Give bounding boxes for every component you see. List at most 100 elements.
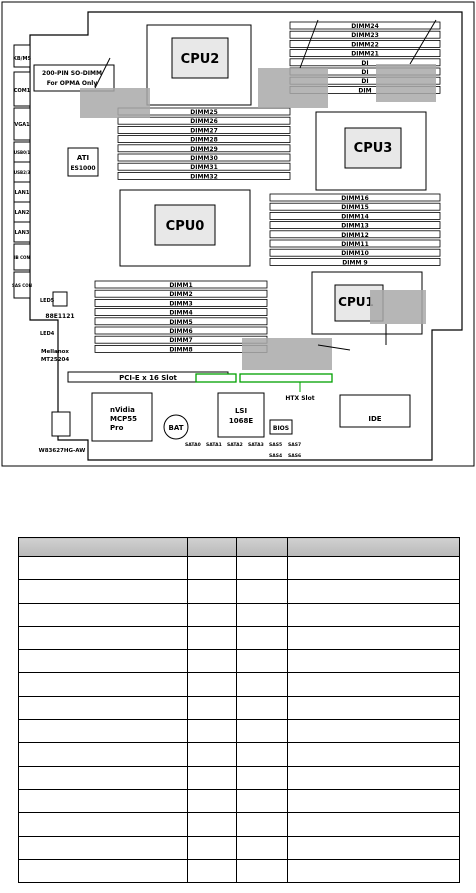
dimm-slot bbox=[94, 289, 268, 298]
lsi-label: LSI bbox=[235, 407, 247, 415]
table-row bbox=[18, 788, 460, 814]
dimm-slot bbox=[289, 21, 441, 30]
dimm-slot bbox=[289, 58, 441, 67]
dimm-label: DIMM 9 bbox=[342, 259, 367, 266]
table-cell bbox=[18, 788, 188, 814]
sodimm-label-2: For OPMA Only bbox=[47, 80, 98, 87]
table-cell bbox=[18, 742, 188, 767]
table-cell bbox=[236, 719, 288, 744]
dimm-label: DIMM13 bbox=[341, 223, 369, 230]
table-row bbox=[18, 672, 460, 697]
table-cell bbox=[236, 579, 288, 604]
dimm-slot bbox=[289, 30, 441, 39]
dimm-slot bbox=[117, 171, 291, 180]
dimm-slot bbox=[117, 153, 291, 162]
table-cell bbox=[236, 649, 288, 674]
usb0-label: USB0/1 bbox=[14, 150, 30, 155]
com1-label: COM1 bbox=[14, 88, 31, 94]
dimm-label: DIMM16 bbox=[341, 195, 369, 202]
table-cell bbox=[287, 812, 460, 837]
table-cell bbox=[187, 765, 237, 790]
dimm-label: DIMM31 bbox=[190, 164, 218, 171]
bios-label: BIOS bbox=[273, 425, 289, 432]
table-cell bbox=[287, 835, 460, 860]
dimm-slot bbox=[269, 202, 441, 211]
table-cell bbox=[236, 765, 288, 790]
dimm-label: DIMM27 bbox=[190, 127, 218, 134]
dimm-label: DI bbox=[361, 69, 368, 76]
dimm-slot bbox=[117, 135, 291, 144]
dimm-label: DIMM4 bbox=[169, 310, 192, 317]
dimm-slot bbox=[117, 116, 291, 125]
table-cell bbox=[287, 625, 460, 651]
table-header-cell bbox=[18, 537, 188, 557]
sas6-label: SAS6 bbox=[288, 453, 301, 459]
table-cell bbox=[287, 858, 460, 884]
table-cell bbox=[187, 835, 237, 860]
table-cell bbox=[187, 579, 237, 604]
htx-slot: HTX Slot bbox=[195, 373, 333, 402]
table-cell bbox=[187, 812, 237, 837]
dimm-slot bbox=[269, 221, 441, 230]
dimm-label: DIMM6 bbox=[169, 328, 192, 335]
table-cell bbox=[236, 602, 288, 627]
table-cell bbox=[18, 672, 188, 697]
w83627-label: W83627HG-AW bbox=[39, 448, 86, 454]
table-cell bbox=[187, 649, 237, 674]
diagram-frame bbox=[1, 1, 475, 467]
dimm-slot bbox=[117, 162, 291, 171]
mellanox-chip: Mellanox MT25204 bbox=[41, 349, 70, 363]
sas5-label: SAS5 bbox=[269, 442, 282, 448]
motherboard-diagram: CPU2 CPU3 CPU0 CPU1 DIMM24DIMM23DIMM22DI… bbox=[1, 1, 475, 467]
table-cell bbox=[187, 719, 237, 744]
table-row bbox=[18, 555, 460, 581]
led4-label: LED4 bbox=[40, 331, 55, 337]
nvidia-label-3: Pro bbox=[110, 424, 124, 432]
table-cell bbox=[236, 672, 288, 697]
cpu0-label: CPU0 bbox=[166, 219, 205, 234]
table-cell bbox=[287, 788, 460, 814]
lsi-chip: LSI 1068E bbox=[217, 392, 265, 438]
mt25204-label: MT25204 bbox=[41, 357, 70, 363]
table-row bbox=[18, 858, 460, 884]
dimm-label: DIMM25 bbox=[190, 109, 218, 116]
table-header-cell bbox=[187, 537, 237, 557]
dimm-label: DIMM32 bbox=[190, 173, 218, 180]
cpu0-socket: CPU0 bbox=[119, 189, 251, 267]
table-cell bbox=[187, 695, 237, 721]
rear-io: KB/MS COM1 VGA1 USB0/1 USB2/3 LAN1 LAN2 … bbox=[12, 44, 32, 299]
dimm-label: DIMM24 bbox=[351, 23, 379, 30]
dimm-label: DIMM14 bbox=[341, 213, 369, 220]
table-cell bbox=[236, 555, 288, 581]
dimm-label: DIMM8 bbox=[169, 346, 192, 353]
table-cell bbox=[18, 835, 188, 860]
dimm-slot bbox=[117, 126, 291, 134]
table-cell bbox=[287, 579, 460, 604]
dimm-bank-left: DIMM25DIMM26DIMM27DIMM28DIMM29DIMM30DIMM… bbox=[117, 107, 291, 180]
dimm-label: DIMM22 bbox=[351, 41, 379, 48]
table-cell bbox=[287, 672, 460, 697]
table-header-cell bbox=[287, 537, 460, 557]
table-row bbox=[18, 649, 460, 674]
table-cell bbox=[18, 649, 188, 674]
dimm-slot bbox=[94, 326, 268, 335]
table-cell bbox=[287, 719, 460, 744]
board-outline bbox=[29, 11, 463, 461]
cpu2-socket: CPU2 bbox=[146, 24, 252, 106]
lsi-1068e-label: 1068E bbox=[229, 417, 253, 425]
sas4-label: SAS4 bbox=[269, 453, 282, 459]
table-cell bbox=[287, 649, 460, 674]
table-cell bbox=[236, 625, 288, 651]
table-cell bbox=[18, 625, 188, 651]
dimm-label: DIMM2 bbox=[169, 291, 192, 298]
dimm-label: DIMM29 bbox=[190, 146, 218, 153]
table-header-row bbox=[18, 537, 460, 557]
table-row bbox=[18, 579, 460, 604]
dimm-slot bbox=[94, 298, 268, 307]
battery-label: BAT bbox=[169, 424, 184, 432]
dimm-slot bbox=[289, 49, 441, 57]
table-cell bbox=[236, 812, 288, 837]
dimm-slot bbox=[269, 193, 441, 202]
table-cell bbox=[187, 788, 237, 814]
